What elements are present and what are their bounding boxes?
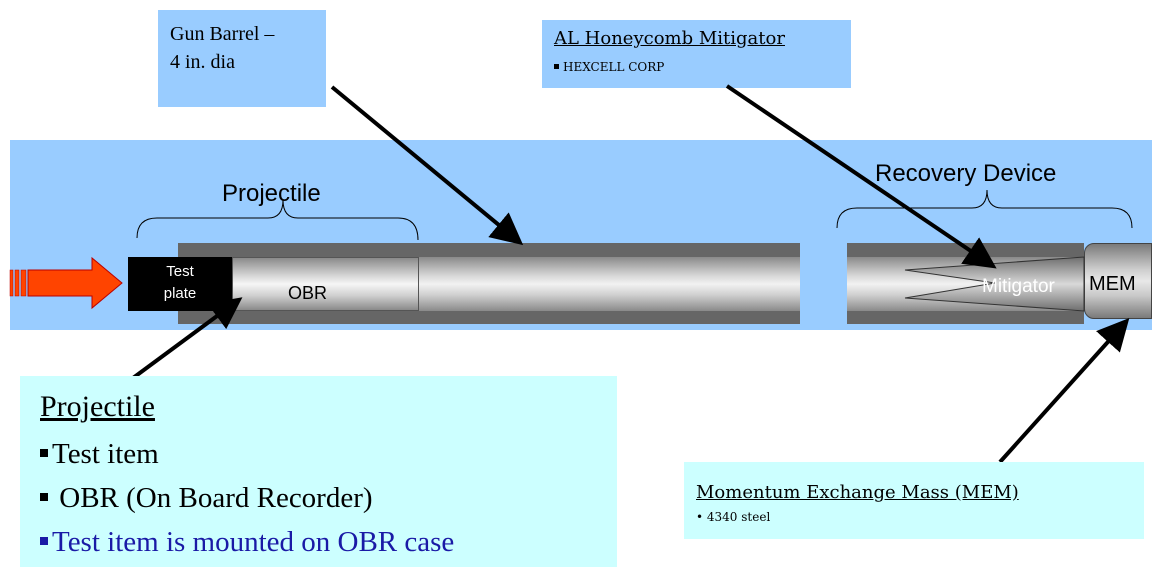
gun-barrel-line1: Gun Barrel – <box>170 23 275 45</box>
projectile-item-mounted: Test item is mounted on OBR case <box>40 526 454 559</box>
mitigator-cones <box>904 256 1085 312</box>
gun-barrel-callout: Gun Barrel – 4 in. dia <box>158 10 326 107</box>
projectile-pointer-arrow <box>131 297 243 380</box>
gun-barrel-pointer-arrow <box>330 85 524 246</box>
al-mitigator-callout: AL Honeycomb Mitigator HEXCELL CORP <box>542 20 851 88</box>
mem-callout: Momentum Exchange Mass (MEM) • 4340 stee… <box>684 462 1144 539</box>
projectile-callout-title: Projectile <box>40 390 155 423</box>
recovery-tube-bottom-wall <box>847 311 1084 324</box>
al-mitigator-pointer-arrow <box>725 84 997 269</box>
gun-barrel-line2: 4 in. dia <box>170 51 235 73</box>
mem-callout-bullet-text: 4340 steel <box>706 510 771 524</box>
projectile-callout: Projectile Test item OBR (On Board Recor… <box>20 376 617 567</box>
mem-callout-title: Momentum Exchange Mass (MEM) <box>696 482 1019 503</box>
projectile-brace <box>136 199 419 241</box>
obr-cylinder <box>232 257 419 311</box>
recovery-device-brace-label: Recovery Device <box>875 160 1057 187</box>
mem-callout-bullet: • 4340 steel <box>696 510 770 524</box>
al-mitigator-bullet-text: HEXCELL CORP <box>563 60 665 74</box>
test-plate-label-line1: Test <box>166 263 194 280</box>
dot-bullet-icon: • <box>696 510 707 524</box>
gun-barrel-bottom-wall <box>178 311 800 324</box>
square-bullet-icon <box>40 449 48 458</box>
test-plate-label-line2: plate <box>163 285 197 302</box>
projectile-item-obr: OBR (On Board Recorder) <box>40 482 373 515</box>
al-mitigator-title: AL Honeycomb Mitigator <box>554 28 785 49</box>
square-bullet-icon <box>554 64 559 69</box>
red-right-arrow-icon <box>9 256 123 310</box>
mitigator-label: Mitigator <box>982 276 1055 297</box>
al-mitigator-bullet: HEXCELL CORP <box>554 60 664 74</box>
mem-label: MEM <box>1089 273 1136 295</box>
projectile-item-text: Test item <box>52 438 159 470</box>
projectile-brace-label: Projectile <box>222 180 321 207</box>
mem-pointer-arrow <box>998 318 1130 464</box>
projectile-item-text: Test item is mounted on OBR case <box>52 526 455 558</box>
gun-barrel-top-wall <box>178 243 800 257</box>
projectile-item-text: OBR (On Board Recorder) <box>52 482 373 514</box>
projectile-item-test-item: Test item <box>40 438 159 471</box>
square-bullet-icon <box>40 537 48 546</box>
obr-label: OBR <box>288 283 328 303</box>
square-bullet-icon <box>40 493 48 502</box>
recovery-device-brace <box>836 189 1133 229</box>
